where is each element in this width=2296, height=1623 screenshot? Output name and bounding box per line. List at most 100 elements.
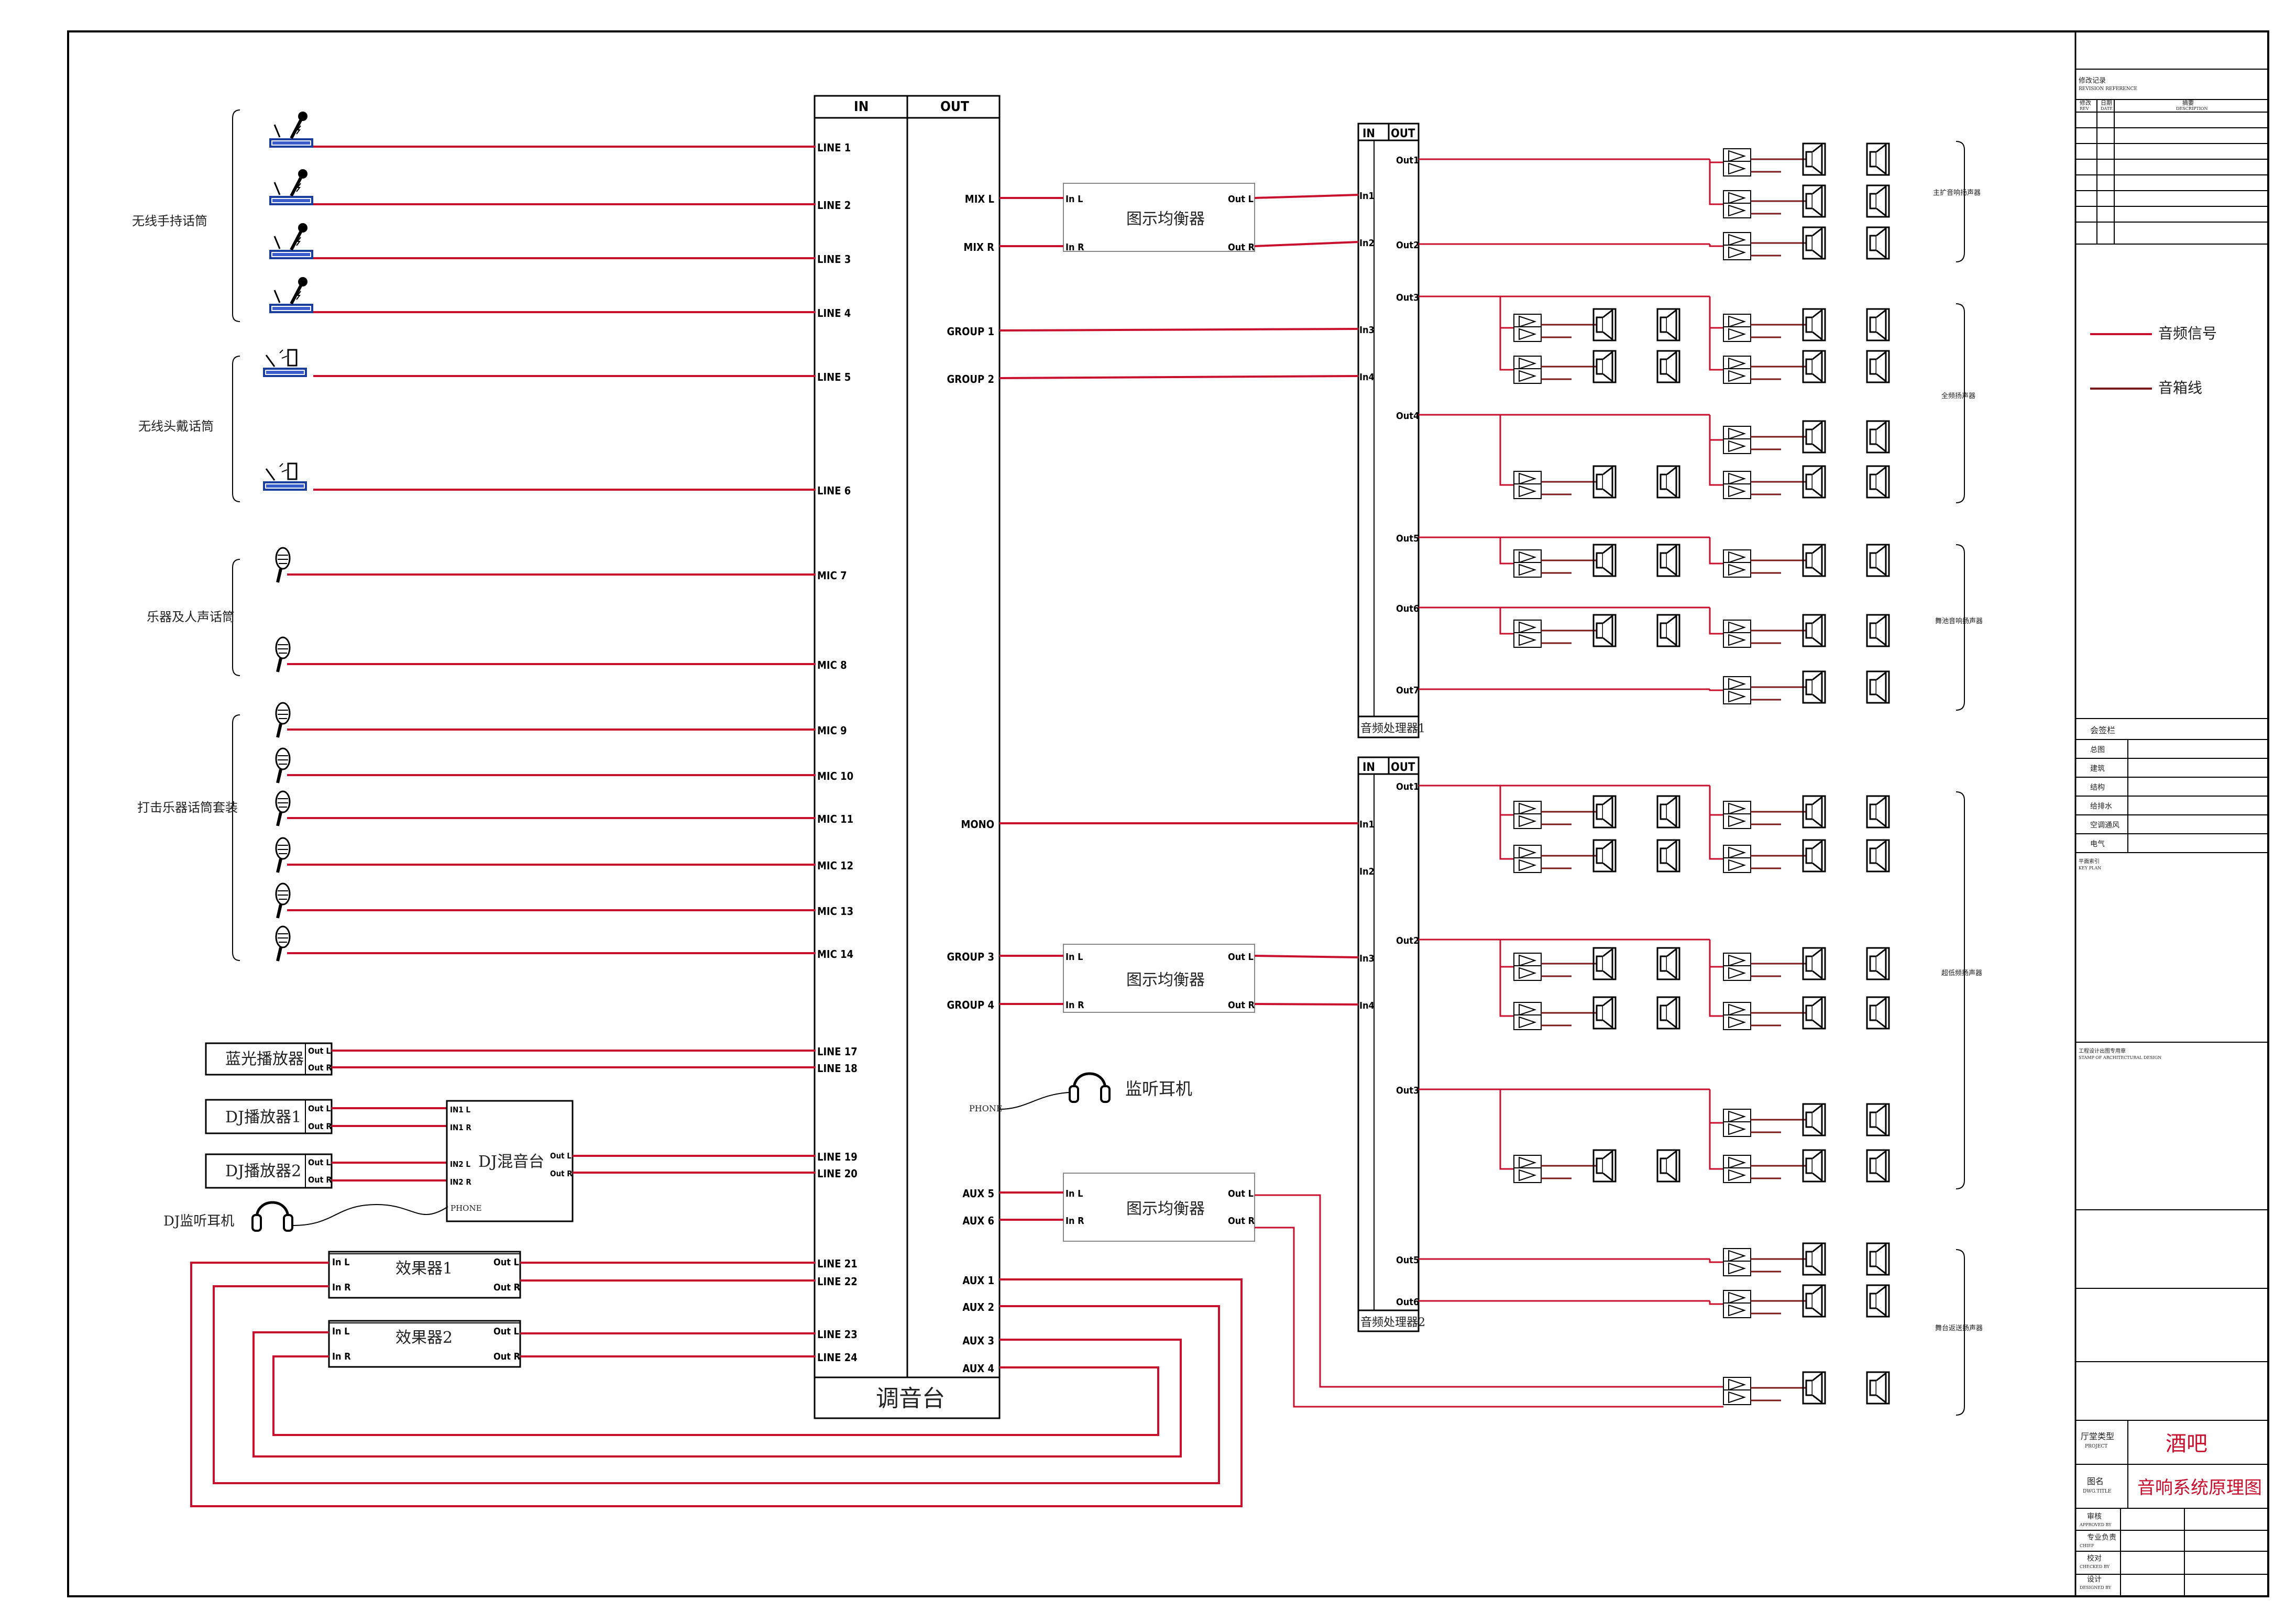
svg-text:In R: In R [332, 1282, 351, 1293]
speaker-icon [1802, 1371, 1826, 1405]
headset-mic-icon [263, 349, 307, 377]
amplifier-icon [1723, 368, 1751, 384]
mixer-output-4: GROUP 2 [947, 373, 995, 385]
svg-text:Out4: Out4 [1396, 411, 1419, 422]
amplifier-icon [1723, 562, 1751, 578]
speaker-icon [1866, 308, 1890, 341]
speaker-icon [1866, 947, 1890, 980]
svg-text:Out1: Out1 [1396, 155, 1419, 166]
speaker-icon [1656, 465, 1680, 499]
svg-text:CHIEF: CHIEF [2080, 1543, 2094, 1548]
amplifier-icon [1723, 813, 1751, 829]
amplifier-icon [1513, 1167, 1542, 1183]
mic-icon [276, 838, 290, 873]
svg-text:厅堂类型: 厅堂类型 [2081, 1431, 2114, 1441]
speaker-icon [1802, 1103, 1826, 1136]
speaker-icon [1802, 308, 1826, 341]
wireless-mic-icon [270, 112, 312, 147]
svg-text:IN1 R: IN1 R [450, 1123, 471, 1132]
mixer-input-12: MIC 12 [817, 859, 853, 872]
speaker-icon [1802, 226, 1826, 260]
role-1: 审核 [2087, 1512, 2102, 1521]
amplifier-icon [1513, 813, 1542, 829]
svg-text:Out R: Out R [308, 1175, 332, 1185]
title-block: 修改记录 REVISION REFERENCE 修改 日期 摘要 REV DAT… [2074, 31, 2268, 1596]
svg-text:Out L: Out L [1228, 1188, 1254, 1199]
svg-text:图名: 图名 [2087, 1476, 2104, 1486]
speaker-icon [1656, 350, 1680, 383]
role-3: 校对 [2087, 1554, 2102, 1563]
processor-label: 音频处理器2 [1360, 1316, 1425, 1329]
drawing-title: 音响系统原理图 [2137, 1477, 2262, 1498]
headphone-icon [252, 1202, 292, 1231]
speaker-icon [1802, 996, 1826, 1030]
mixer-input-22: LINE 24 [817, 1351, 858, 1364]
svg-text:In L: In L [1065, 194, 1083, 205]
mixer-input-11: MIC 11 [817, 813, 853, 825]
svg-text:IN2 L: IN2 L [450, 1160, 470, 1169]
svg-text:In R: In R [332, 1351, 351, 1362]
speaker-icon [1866, 614, 1890, 647]
mixer-input-19: LINE 21 [817, 1257, 858, 1270]
svg-text:修改记录: 修改记录 [2079, 77, 2106, 85]
mic-symbols [263, 112, 312, 961]
mic-icon [276, 748, 290, 783]
amplifier-icon [1723, 161, 1751, 176]
svg-text:IN: IN [1363, 127, 1375, 140]
wireless-mic-icon [270, 277, 312, 312]
mixer-title: 调音台 [876, 1385, 945, 1412]
amplifier-icon [1513, 562, 1542, 578]
speaker-icon [1866, 1103, 1890, 1136]
speaker-chain-11 [1419, 1242, 1890, 1276]
svg-text:IN2 R: IN2 R [450, 1177, 471, 1187]
speaker-icon [1656, 947, 1680, 980]
svg-text:效果器2: 效果器2 [396, 1329, 453, 1347]
mic-icon [276, 926, 290, 961]
speaker-icon [1866, 465, 1890, 499]
svg-text:Out L: Out L [1228, 194, 1254, 205]
mixer-input-13: MIC 13 [817, 905, 853, 918]
speaker-icon [1592, 839, 1617, 873]
svg-text:日期: 日期 [2101, 100, 2112, 106]
wireless-mic-icon [270, 169, 312, 204]
mixer-input-15: LINE 17 [817, 1045, 858, 1058]
speaker-icon [1656, 1149, 1680, 1183]
speaker-chain-9 [1419, 939, 1890, 1030]
discipline-3: 结构 [2090, 783, 2105, 792]
svg-text:Out7: Out7 [1396, 685, 1419, 696]
svg-text:CHECKED BY: CHECKED BY [2080, 1564, 2110, 1569]
amplifier-icon [1723, 632, 1751, 648]
mixer-output-3: GROUP 1 [947, 325, 995, 338]
speaker-icon [1866, 226, 1890, 260]
mixer-input-7: MIC 7 [817, 569, 847, 582]
speaker-chain-6 [1419, 606, 1890, 648]
zone-stage: 舞台返送扬声器 [1935, 1324, 1983, 1332]
amplifier-icon [1723, 1014, 1751, 1030]
zone-main: 主扩音响扬声器 [1933, 189, 1981, 197]
svg-text:In1: In1 [1359, 191, 1375, 202]
speaker-icon [1592, 947, 1617, 980]
svg-text:Out L: Out L [493, 1326, 519, 1337]
zone-dancefloor: 舞池音响扬声器 [1935, 617, 1983, 625]
mixer-output-7: GROUP 4 [947, 999, 995, 1011]
svg-text:Out L: Out L [493, 1257, 519, 1268]
svg-text:Out5: Out5 [1396, 1255, 1419, 1266]
mixer-output-2: MIX R [963, 241, 994, 253]
speaker-icon [1802, 1149, 1826, 1183]
discipline-4: 给排水 [2090, 802, 2112, 811]
wireless-mic-icon [270, 223, 312, 258]
amplifier-icon [1513, 857, 1542, 873]
svg-text:IN1 L: IN1 L [450, 1105, 470, 1114]
amplifier-icon [1513, 326, 1542, 342]
mixer-in-label: IN [854, 99, 869, 115]
speaker-icon [1656, 795, 1680, 829]
svg-text:Out R: Out R [550, 1169, 573, 1178]
speaker-icon [1866, 184, 1890, 218]
speaker-icon [1592, 308, 1617, 341]
speaker-icon [1802, 350, 1826, 383]
dj-mixer: DJ混音台 IN1 L IN1 R IN2 L IN2 R Out L Out … [446, 1100, 816, 1222]
